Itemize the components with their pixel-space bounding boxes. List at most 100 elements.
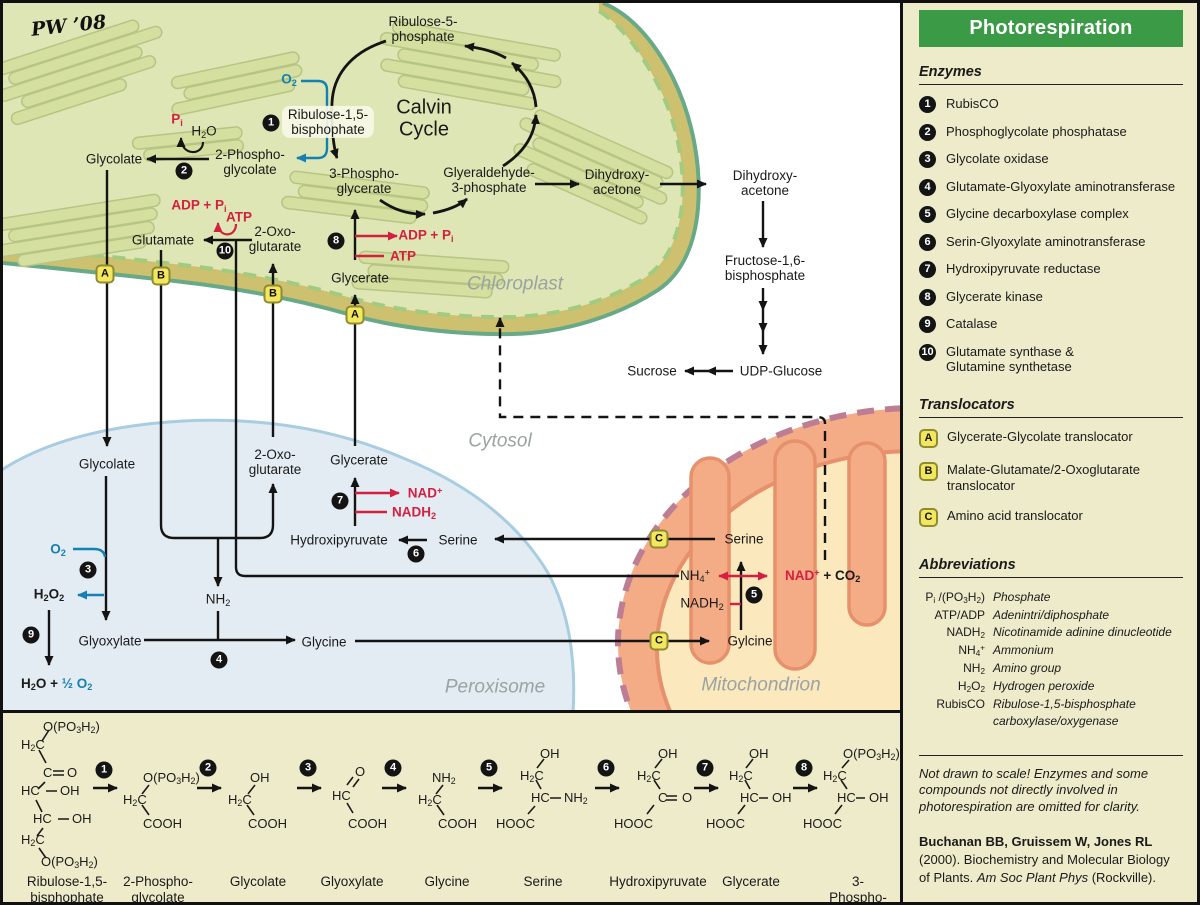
enzyme-label: Glycerate kinase [946,288,1043,304]
m3-atom: COOH [248,816,287,831]
label-h2o2: H2O2 [33,586,65,603]
label-glutamate: Glutamate [131,232,195,248]
m3-atom: H2C [228,792,252,809]
label-mitochondrion: Mitochondrion [701,674,821,696]
enzyme-2-badge: 2 [919,123,936,141]
label-rubp: Ribulose-1,5-bisphophate [281,105,375,139]
mol-name-rubp: Ribulose-1,5-bisphophate [26,874,108,905]
label-nad-7: NAD+ [407,485,443,501]
m1-atom: O [67,765,78,780]
translocator-c-glycine: C [649,631,669,651]
translocator-a-box: A [919,428,938,448]
m8-atom: OH [772,790,792,805]
label-glycine-peroxisome: Glycine [301,634,347,650]
label-cytosol: Cytosol [468,430,532,452]
m3-atom: OH [250,770,270,785]
abbr-def: Nicotinamide adinine dinucleotide [993,625,1172,640]
translocator-label: Amino acid translocator [947,508,1083,524]
citation: Buchanan BB, Gruissem W, Jones RL (2000)… [919,833,1183,887]
label-udp-glucose: UDP-Glucose [739,363,823,379]
label-2phosphoglycolate: 2-Phospho-glycolate [215,146,285,177]
divider [919,416,1183,418]
label-chloroplast: Chloroplast [466,273,564,295]
label-nh4: NH4+ [680,567,710,585]
step-2-badge: 2 [199,759,217,777]
enzyme-1-badge: 1 [919,96,936,113]
enzyme-item: 8 Glycerate kinase [919,288,1183,306]
enzyme-9-badge: 9 [919,316,936,333]
abbr-def: Ribulose-1,5-bisphosphate carboxylase/ox… [993,696,1136,729]
m2-atom: H2C [123,792,147,809]
label-gap: Glyeraldehyde-3-phosphate [443,164,535,195]
enzyme-4-badge: 4 [210,651,228,669]
label-nad-co2: NAD+ + CO2 [785,568,860,584]
enzyme-8-badge: 8 [919,288,936,306]
m1-atom: O(PO3H2) [43,719,100,736]
enzyme-label: Catalase [946,316,998,331]
translocator-c-box: C [919,508,938,528]
enzyme-5-badge: 5 [919,206,936,223]
m9-atom: HOOC [803,816,842,831]
label-nadh2-7: NADH2 [391,504,437,521]
m7-atom: H2C [637,768,661,785]
m7-atom: HOOC [614,816,653,831]
m1-atom: H2C [21,737,45,754]
m6-atom: OH [540,746,560,761]
translocator-b-glutamate: B [151,266,171,286]
label-adppi-10: ADP + Pi [171,197,227,214]
abbr-def: Phosphate [993,590,1051,605]
label-dha-chloroplast: Dihydroxy-acetone [584,166,650,197]
citation-location: (Rockville). [1088,870,1156,886]
label-atp-10: ATP [226,209,252,225]
label-atp-8: ATP [390,248,416,264]
translocators-header: Translocators [919,396,1015,413]
abbr-term: NH2 [963,661,985,677]
enzyme-item: 2 Phosphoglycolate phosphatase [919,123,1183,141]
enzyme-label: Serin-Glyoxylate aminotransferase [946,233,1146,249]
citation-authors: Buchanan BB, Gruissem W, Jones RL [919,834,1153,850]
translocator-item: C Amino acid translocator [919,508,1183,528]
step-6-badge: 6 [597,759,615,777]
translocator-label: Malate-Glutamate/2-Oxoglutarate transloc… [947,461,1140,493]
half-o2-part: ½ O2 [61,675,93,693]
enzyme-9-badge: 9 [22,626,40,644]
m6-atom: HOOC [496,816,535,831]
abbreviations-header: Abbreviations [919,557,1016,574]
mol-name-hydroxipyruvate: Hydroxipyruvate [609,874,707,889]
pathway-arrows [44,39,827,666]
m2-atom: COOH [143,816,182,831]
structure-strip: 1 2 3 4 5 6 7 8 O(PO3H2) H2C C O HC OH H… [3,710,900,905]
enzymes-header: Enzymes [919,64,982,80]
citation-journal: Am Soc Plant Phys [976,870,1089,886]
enzyme-label: RubisCO [946,96,999,111]
step-1-badge: 1 [95,761,113,779]
enzyme-7-badge: 7 [331,492,349,510]
scale-note: Not drawn to scale! Enzymes and some com… [919,765,1149,815]
enzyme-7-badge: 7 [919,261,936,278]
m9-atom: HC [837,790,856,805]
abbr-term: RubisCO [936,696,985,711]
m1-atom: OH [60,783,80,798]
abbr-item: RubisCO Ribulose-1,5-bisphosphate carboxy… [919,696,1183,731]
divider [919,577,1183,579]
label-2oxoglutarate-per: 2-Oxo-glutarate [248,446,302,477]
mitochondrion-shape [615,405,900,710]
m5-atom: NH2 [432,770,456,787]
pathway-diagram: PW ’08 Ribulose-5-phosphate O2 Ribulose-… [3,3,900,710]
mol-name-3pg: 3-Phospho-glycerate [829,874,887,905]
m8-atom: OH [749,746,769,761]
m6-atom: NH2 [564,790,588,807]
mol-name-glycolate: Glycolate [229,874,287,889]
enzyme-5-badge: 5 [745,586,763,604]
co2-part: + CO2 [819,567,861,585]
enzyme-label: Phosphoglycolate phosphatase [946,123,1127,139]
